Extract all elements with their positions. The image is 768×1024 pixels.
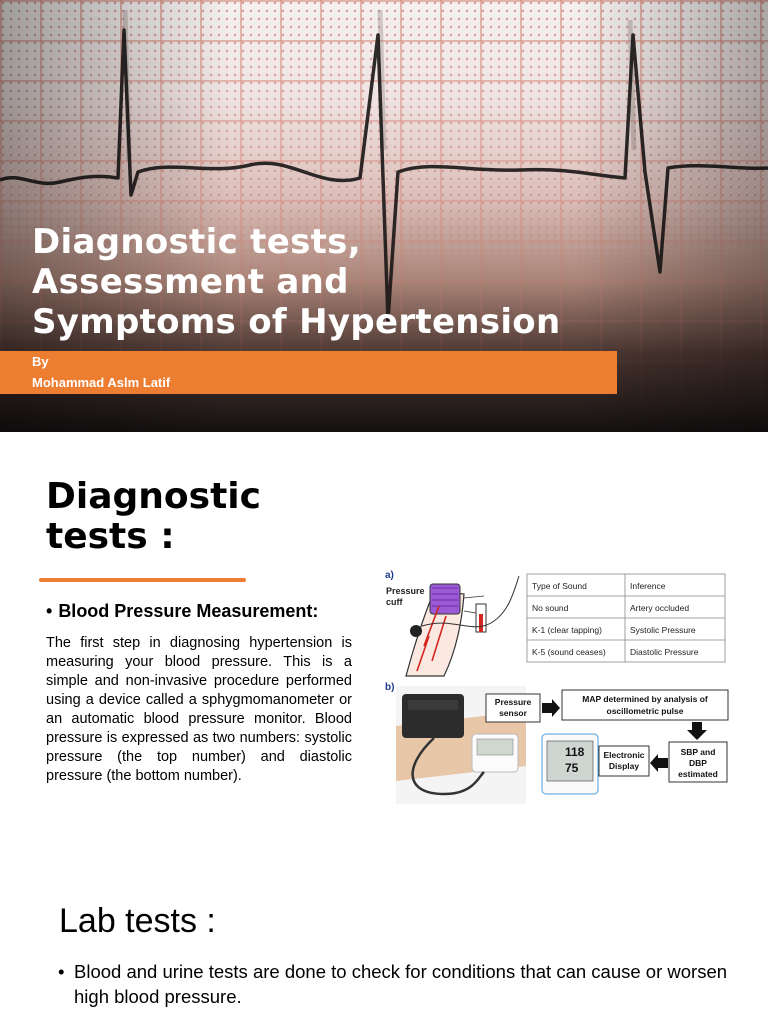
title-slide: Diagnostic tests, Assessment and Symptom… [0, 0, 768, 432]
bp-description: The first step in diagnosing hypertensio… [46, 635, 352, 784]
table-header: Type of Sound [532, 581, 587, 591]
author-name: Mohammad Aslm Latif [32, 375, 171, 390]
arm-cuff-illustration [405, 575, 520, 677]
title-line: Symptoms of Hypertension [32, 302, 561, 342]
section-title-line: tests : [46, 516, 175, 557]
cuff-label: Pressure cuff [386, 586, 427, 607]
table-cell: Systolic Pressure [630, 625, 696, 635]
lab-tests-bullet: • Blood and urine tests are done to check… [58, 959, 754, 1009]
title-line: Diagnostic tests, [32, 222, 361, 262]
reading-value: 75 [565, 761, 579, 775]
bullet-icon: • [58, 961, 65, 982]
table-cell: Artery occluded [630, 603, 689, 613]
table-header: Inference [630, 581, 666, 591]
table-cell: K-5 (sound ceases) [532, 647, 606, 657]
bp-measurement-heading: •Blood Pressure Measurement: [46, 601, 318, 622]
panel-b-label: b) [385, 682, 394, 693]
title-underline [39, 578, 246, 582]
diagnostic-tests-slide: Diagnostic tests : •Blood Pressure Measu… [0, 432, 768, 1024]
bp-heading-text: Blood Pressure Measurement: [58, 601, 319, 621]
panel-a-label: a) [385, 570, 394, 581]
display-photo: 118 75 [541, 733, 599, 795]
table-cell: Diastolic Pressure [630, 647, 699, 657]
author-banner: By Mohammad Aslm Latif [0, 351, 617, 394]
bullet-icon: • [46, 601, 53, 621]
presentation-title: Diagnostic tests, Assessment and Symptom… [32, 222, 560, 342]
section-title: Diagnostic tests : [46, 477, 261, 557]
lab-tests-text: Blood and urine tests are done to check … [74, 961, 728, 1007]
table-cell: No sound [532, 603, 569, 613]
reading-value: 118 [565, 745, 585, 759]
bp-measurement-figure: a) Pressure cuff Type of Sound Inference [385, 570, 729, 804]
lab-tests-title: Lab tests : [59, 902, 216, 940]
table-cell: K-1 (clear tapping) [532, 625, 602, 635]
title-line: Assessment and [32, 262, 349, 302]
korotkoff-table: Type of Sound Inference No sound Artery … [526, 573, 726, 663]
by-label: By [32, 354, 49, 369]
section-title-line: Diagnostic [46, 476, 261, 517]
